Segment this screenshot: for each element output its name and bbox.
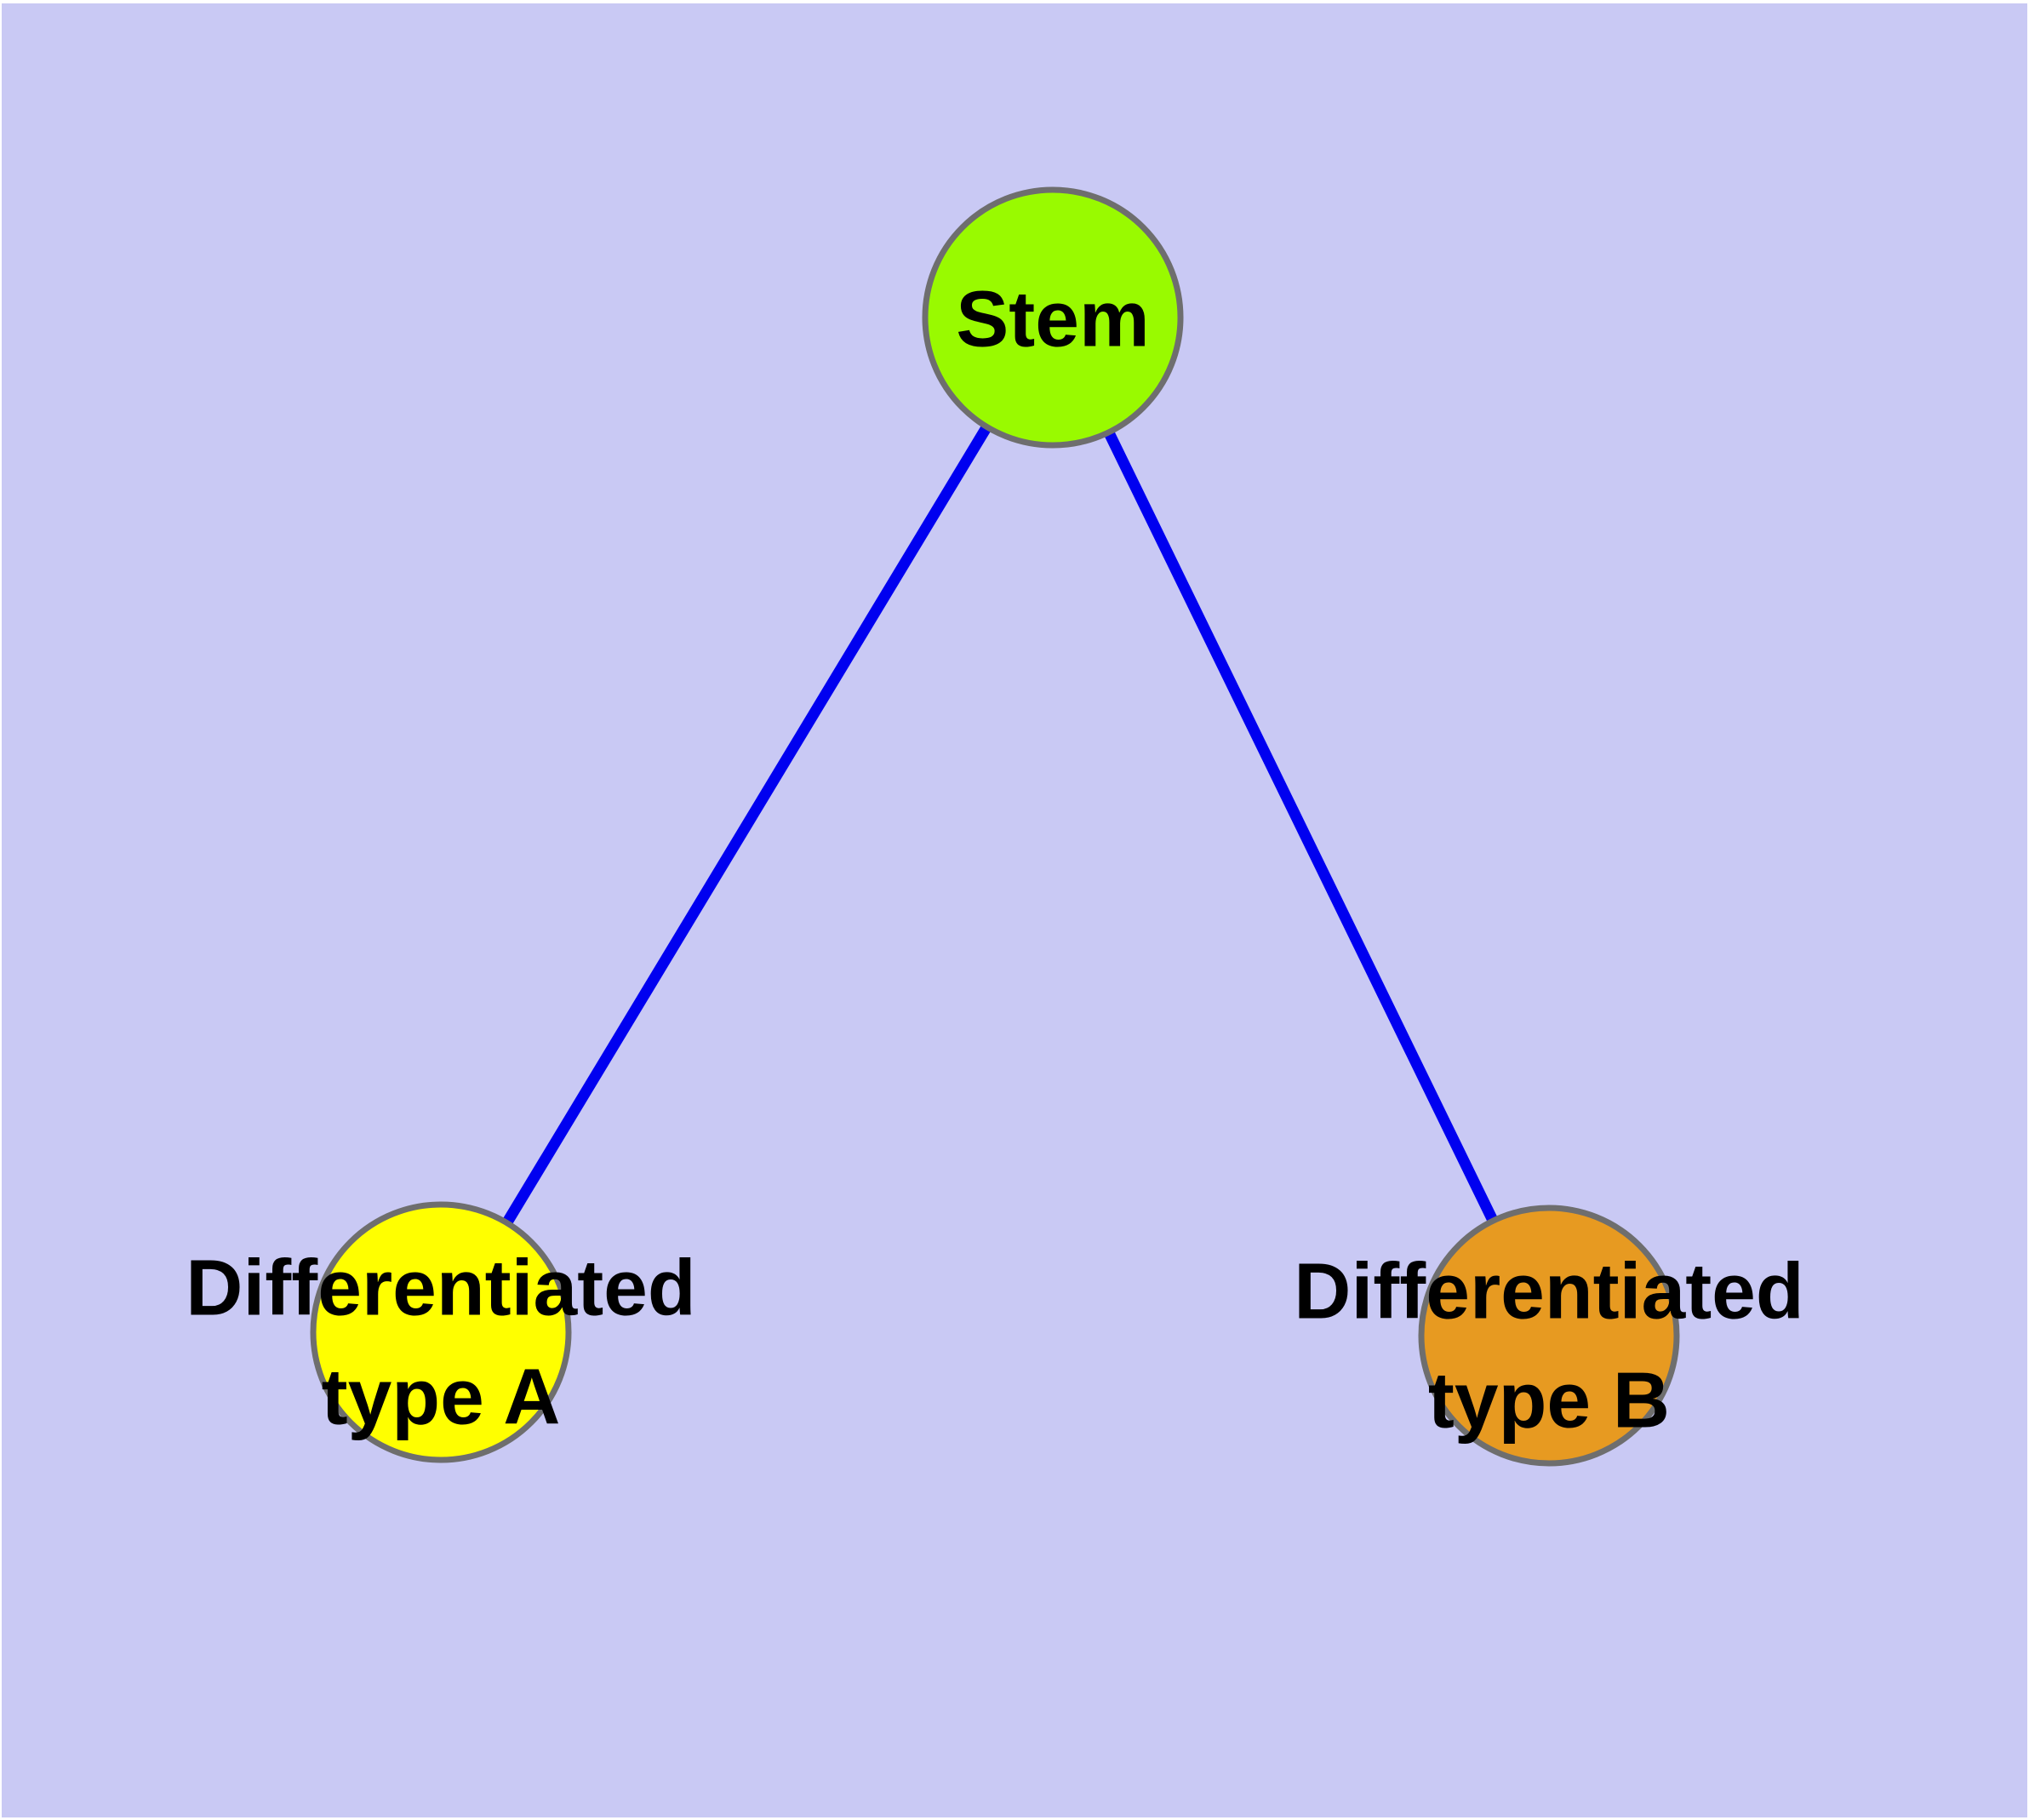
node-diff-b-circle [1418,1205,1680,1467]
edge-stem-to-diff-b [1048,315,1554,1338]
node-stem-circle [922,186,1184,449]
node-diff-a-circle [310,1201,572,1463]
edge-stem-to-diff-a [436,314,1058,1336]
node-stem-label: Stem [956,274,1149,363]
